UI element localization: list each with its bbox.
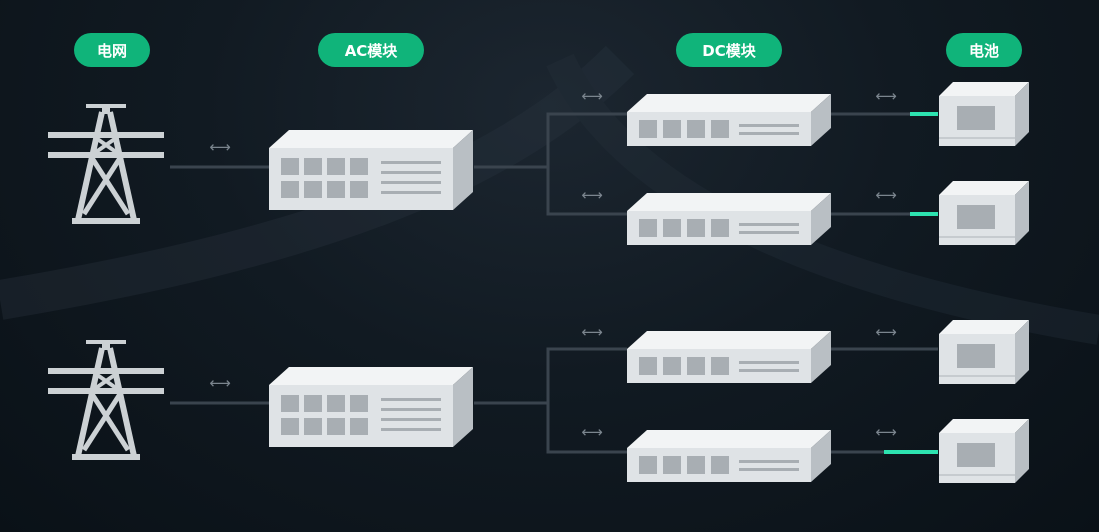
bidirectional-arrow-icon: ⟷: [875, 87, 897, 105]
ac-module-device: [269, 130, 473, 210]
bidirectional-arrow-icon: ⟷: [581, 186, 603, 204]
ac-module-label: AC模块: [318, 33, 424, 67]
battery-device: [939, 181, 1029, 245]
battery-device: [939, 419, 1029, 483]
wires: [170, 112, 938, 454]
dc-module-device: [627, 193, 831, 245]
bidirectional-arrow-icon: ⟷: [875, 186, 897, 204]
dc-module-device: [627, 331, 831, 383]
bidirectional-arrow-icons: ⟷ ⟷ ⟷ ⟷ ⟷ ⟷ ⟷ ⟷ ⟷ ⟷: [209, 87, 897, 441]
bidirectional-arrow-icon: ⟷: [875, 323, 897, 341]
power-tower-icon: [48, 340, 164, 460]
bidirectional-arrow-icon: ⟷: [209, 374, 231, 392]
bidirectional-arrow-icon: ⟷: [209, 138, 231, 156]
battery-device: [939, 82, 1029, 146]
dc-module-device: [627, 430, 831, 482]
active-links: [884, 112, 938, 454]
bidirectional-arrow-icon: ⟷: [581, 323, 603, 341]
grid-label: 电网: [74, 33, 150, 67]
power-tower-icon: [48, 104, 164, 224]
dc-module-device: [627, 94, 831, 146]
bidirectional-arrow-icon: ⟷: [581, 87, 603, 105]
battery-label: 电池: [946, 33, 1022, 67]
ac-module-device: [269, 367, 473, 447]
battery-device: [939, 320, 1029, 384]
bidirectional-arrow-icon: ⟷: [875, 423, 897, 441]
bidirectional-arrow-icon: ⟷: [581, 423, 603, 441]
dc-module-label: DC模块: [676, 33, 782, 67]
